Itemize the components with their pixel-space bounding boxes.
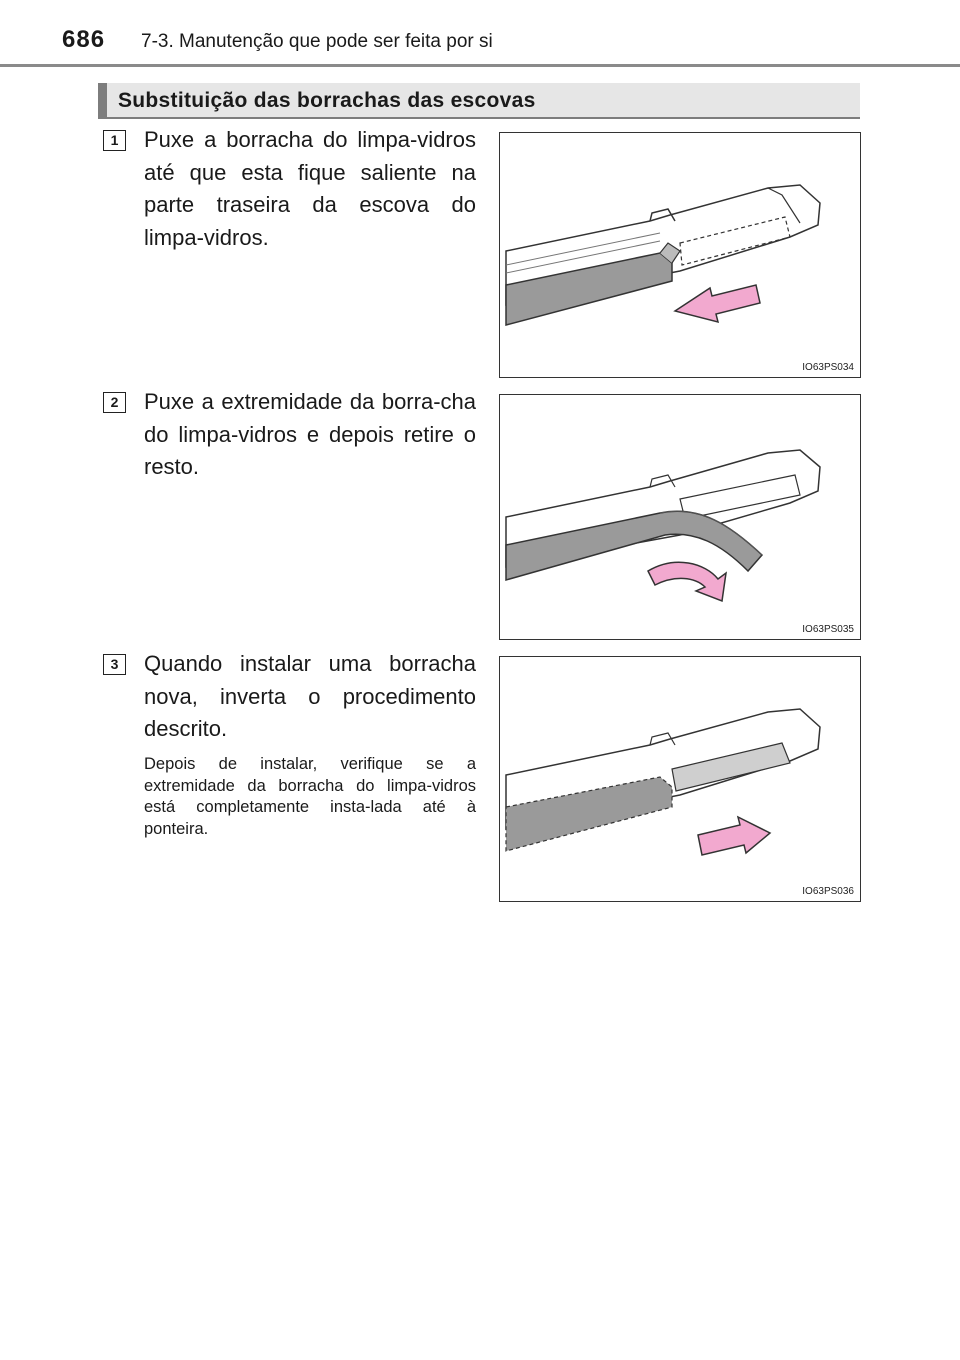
section-heading: Substituição das borrachas das escovas	[98, 83, 860, 119]
step-3-note: Depois de instalar, verifique se a extre…	[144, 755, 476, 838]
header-divider	[0, 64, 960, 67]
figure-step-3: IO63PS036	[499, 656, 861, 902]
step-1-text: Puxe a borracha do limpa-vidros até que …	[144, 127, 476, 250]
step-3-badge: 3	[103, 654, 126, 675]
figure-3-code: IO63PS036	[802, 886, 854, 897]
figure-step-1: IO63PS034	[499, 132, 861, 378]
step-3-text: Quando instalar uma borracha nova, inver…	[144, 651, 476, 741]
figure-2-code: IO63PS035	[802, 624, 854, 635]
figure-step-2: IO63PS035	[499, 394, 861, 640]
step-1-badge: 1	[103, 130, 126, 151]
page-number: 686	[62, 26, 106, 53]
section-title: Substituição das borrachas das escovas	[118, 89, 536, 112]
wiper-install-rubber-illustration	[505, 708, 821, 856]
step-2-badge: 2	[103, 392, 126, 413]
figure-1-code: IO63PS034	[802, 362, 854, 373]
wiper-pull-rubber-illustration	[505, 184, 821, 326]
chapter-title: 7-3. Manutenção que pode ser feita por s…	[141, 31, 493, 52]
wiper-remove-rubber-illustration	[505, 449, 821, 603]
step-2-text: Puxe a extremidade da borra-cha do limpa…	[144, 389, 476, 479]
